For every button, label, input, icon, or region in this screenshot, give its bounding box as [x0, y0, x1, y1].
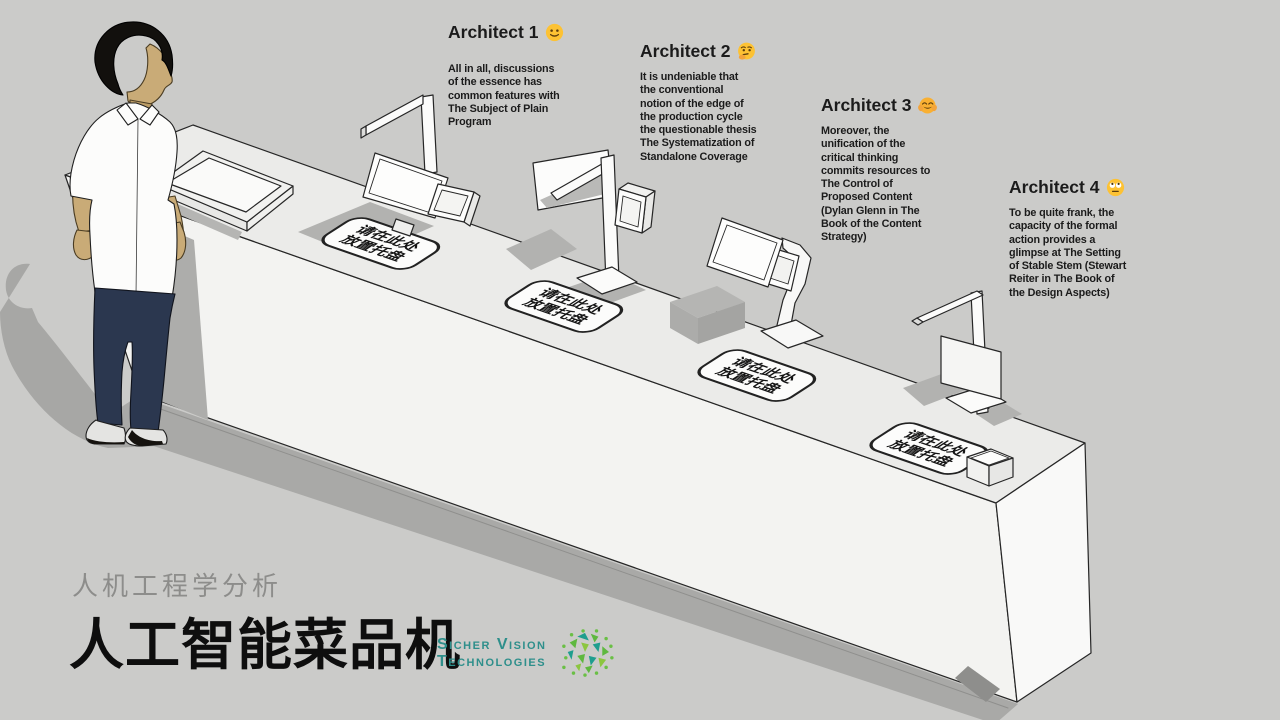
slightly-smiling-face-emoji-icon	[546, 23, 564, 41]
station1-arm-horizontal	[365, 94, 424, 136]
annotation-4-heading-row: Architect 4	[1009, 177, 1149, 197]
station3-monitor-bezel	[712, 224, 778, 281]
station-1	[360, 94, 481, 237]
station-3	[706, 217, 824, 349]
station1-monitor-foot	[391, 218, 415, 237]
annotation-2-heading-row: Architect 2	[640, 41, 780, 61]
annotation-architect-1: Architect 1 All in all, discussions of t…	[448, 22, 588, 129]
thinking-face-emoji-icon	[738, 42, 756, 60]
annotation-architect-4: Architect 4 To be quite frank, the capac…	[1009, 177, 1149, 300]
counter-toe-notch	[955, 666, 1000, 702]
person-shirt-placket	[135, 118, 139, 297]
annotation-1-title: Architect 1	[448, 22, 539, 42]
annotation-architect-3: Architect 3 Moreover, the unification of…	[821, 95, 951, 245]
placard-2: 请在此处 放置托盘	[504, 280, 624, 333]
logo-line-1: Sicher Vision	[437, 636, 547, 653]
station3-monitor	[706, 217, 784, 288]
counter-right-face	[995, 442, 1092, 703]
station3-base	[760, 319, 824, 349]
hugging-face-emoji-icon	[918, 97, 938, 113]
person-pants	[93, 287, 176, 433]
annotation-3-heading-row: Architect 3	[821, 95, 951, 115]
counter-plinth-line	[151, 405, 1009, 709]
placard-3: 请在此处 放置托盘	[697, 349, 817, 402]
page-title: 人工智能菜品机	[69, 614, 462, 676]
person-shirt-collar	[116, 102, 160, 126]
station-4	[911, 290, 1007, 415]
logo-line-2: Technologies	[437, 653, 547, 670]
annotation-1-heading-row: Architect 1	[448, 22, 588, 42]
annotation-architect-2: Architect 2 It is undeniable that the co…	[640, 41, 780, 164]
station4-monitor	[940, 335, 1002, 400]
face-with-rolling-eyes-emoji-icon	[1107, 178, 1125, 196]
annotation-3-title: Architect 3	[821, 95, 912, 115]
annotation-2-title: Architect 2	[640, 41, 731, 61]
station1-arm-cap	[360, 125, 367, 139]
station4-arm-cap	[911, 317, 924, 326]
annotation-4-title: Architect 4	[1009, 177, 1100, 197]
station1-card-reader-screen	[433, 189, 469, 217]
person-left-shoe-sole	[87, 438, 124, 444]
station-2	[532, 149, 656, 295]
person	[69, 21, 187, 447]
station3-shadow-box	[670, 286, 745, 344]
analysis-subtitle: 人机工程学分析	[72, 571, 283, 601]
station1-monitor	[362, 152, 449, 219]
station1-arm-vertical	[420, 94, 438, 175]
person-right-shoe-stripe	[128, 430, 163, 446]
person-floor-shadow	[0, 263, 158, 448]
company-logo: Sicher Vision Technologies	[437, 629, 615, 677]
station2-base	[576, 266, 638, 295]
annotation-4-body: To be quite frank, the capacity of the f…	[1009, 207, 1127, 299]
annotation-3-body: Moreover, the unification of the critica…	[821, 125, 931, 244]
annotation-2-body: It is undeniable that the conventional n…	[640, 71, 757, 163]
company-logo-text: Sicher Vision Technologies	[437, 636, 546, 670]
brain-network-icon	[562, 629, 615, 677]
person-hair	[94, 21, 174, 96]
station2-scanner-screen	[619, 195, 642, 228]
counter-base-shadow	[93, 396, 1018, 720]
annotation-1-body: All in all, discussions of the essence h…	[448, 63, 560, 129]
end-box	[966, 448, 1014, 487]
